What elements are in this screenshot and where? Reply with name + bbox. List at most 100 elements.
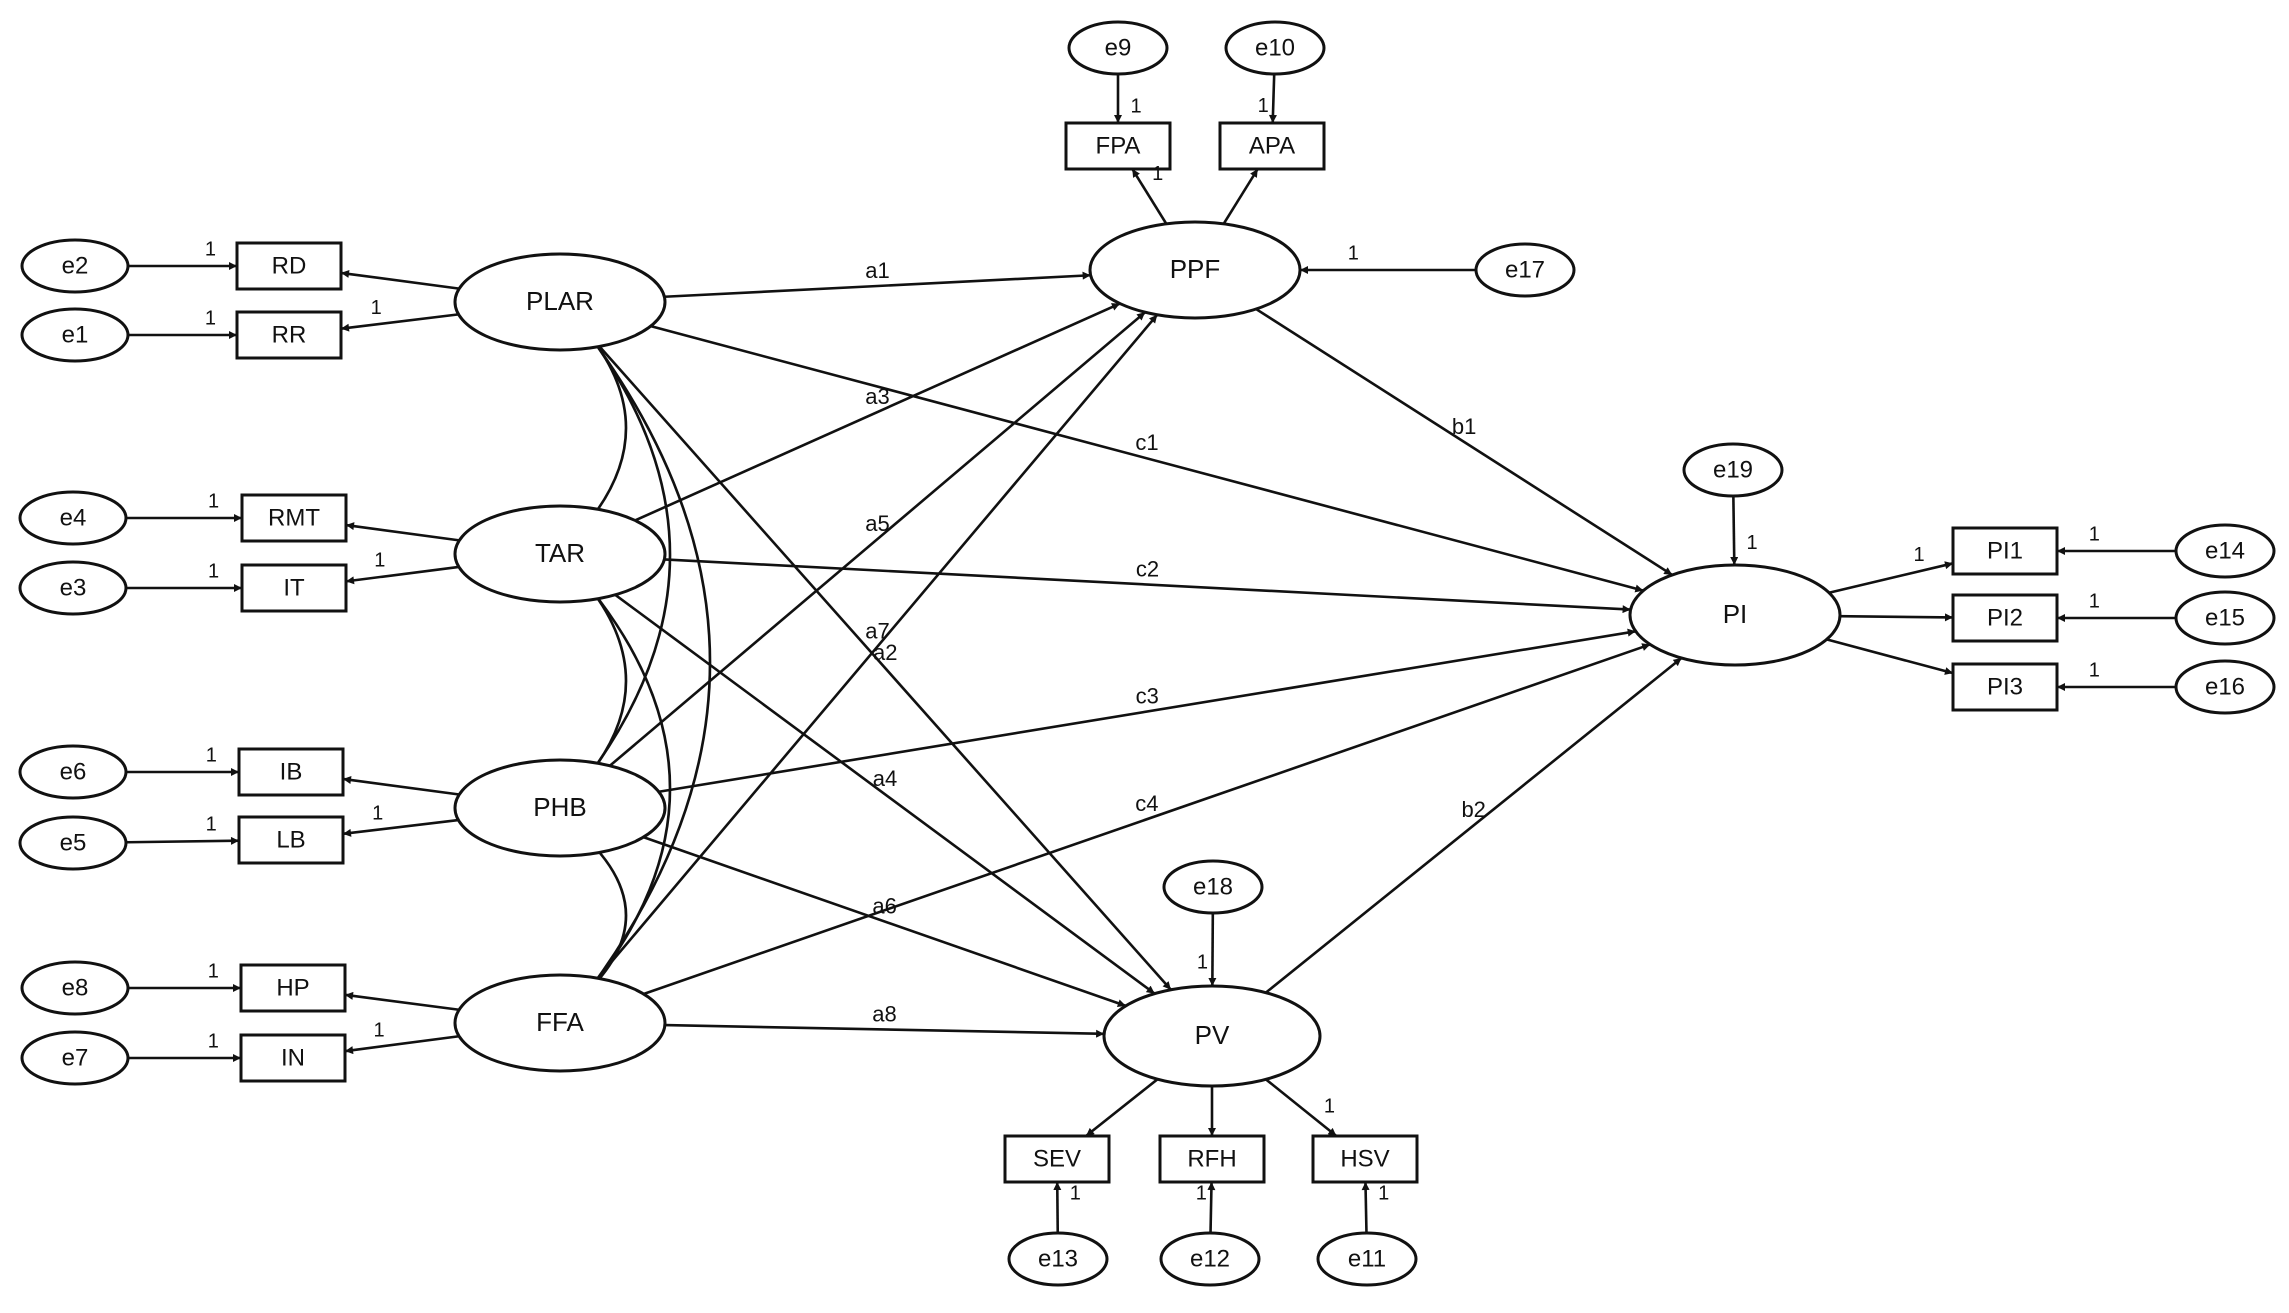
indicator-box <box>1158 1134 1266 1184</box>
latent-variable-pi: PI <box>1628 563 1842 667</box>
latent-ellipse <box>1628 563 1842 667</box>
indicator-box <box>1311 1134 1419 1184</box>
path-label-1: 1 <box>2089 659 2100 681</box>
node-label: IN <box>281 1044 305 1071</box>
indicator-box <box>1951 526 2059 576</box>
path-label-1: 1 <box>1348 242 1359 264</box>
node-label: TAR <box>535 538 585 568</box>
path-label-a6: a6 <box>872 893 896 918</box>
path-label-1: 1 <box>1378 1182 1389 1204</box>
error-term-e13: e13 <box>1007 1231 1109 1287</box>
path-label-a4: a4 <box>873 766 897 791</box>
path-e10-to-apa <box>1268 73 1277 124</box>
error-ellipse <box>18 815 128 871</box>
path-pv-to-hsv <box>1265 1078 1338 1138</box>
path-phb-to-pi <box>658 628 1636 794</box>
indicator-box <box>1951 593 2059 643</box>
node-label: PLAR <box>526 286 594 316</box>
path-phb-to-lb <box>342 818 459 837</box>
path-label-1: 1 <box>371 297 382 319</box>
node-label: e13 <box>1038 1245 1078 1272</box>
indicator-it: IT <box>240 563 348 613</box>
indicator-pi3: PI3 <box>1951 662 2059 712</box>
path-label-a2: a2 <box>873 640 897 665</box>
node-label: SEV <box>1033 1145 1081 1172</box>
path-label-1: 1 <box>206 744 217 766</box>
latent-ellipse <box>1102 984 1322 1088</box>
node-label: PI3 <box>1987 673 2023 700</box>
error-ellipse <box>20 1030 130 1086</box>
node-label: e1 <box>62 321 89 348</box>
node-label: e6 <box>60 758 87 785</box>
error-ellipse <box>2174 523 2276 579</box>
node-label: PV <box>1195 1020 1230 1050</box>
indicator-rfh: RFH <box>1158 1134 1266 1184</box>
path-label-c2: c2 <box>1136 556 1159 581</box>
node-label: RFH <box>1187 1145 1236 1172</box>
indicator-pi2: PI2 <box>1951 593 2059 643</box>
node-label: HP <box>276 974 309 1001</box>
node-label: PI2 <box>1987 604 2023 631</box>
path-label-1: 1 <box>1070 1182 1081 1204</box>
path-tar-to-it <box>345 565 460 585</box>
latent-variable-ppf: PPF <box>1088 220 1302 320</box>
path-label-1: 1 <box>1152 163 1163 185</box>
indicator-fpa: FPA <box>1064 121 1172 171</box>
node-label: FPA <box>1096 132 1141 159</box>
path-label-1: 1 <box>2089 523 2100 545</box>
path-plar-to-rr <box>340 313 459 332</box>
covariances-layer <box>588 335 712 990</box>
path-ppf-to-pi <box>1255 307 1673 577</box>
error-ellipse <box>2174 590 2276 646</box>
indicator-box <box>1951 662 2059 712</box>
covariance-phb-ffa <box>589 841 628 990</box>
path-e13-to-sev <box>1053 1181 1062 1234</box>
error-ellipse <box>20 307 130 363</box>
node-label: e9 <box>1105 34 1132 61</box>
error-ellipse <box>1007 1231 1109 1287</box>
node-label: e15 <box>2205 604 2245 631</box>
path-label-1: 1 <box>208 1030 219 1052</box>
error-ellipse <box>18 490 128 546</box>
path-label-a5: a5 <box>865 511 889 536</box>
latent-ellipse <box>453 504 667 604</box>
error-ellipse <box>18 560 128 616</box>
path-label-1: 1 <box>372 802 383 824</box>
indicator-rd: RD <box>235 241 343 291</box>
path-label-1: 1 <box>206 813 217 835</box>
path-e5-to-lb <box>125 836 240 845</box>
node-label: e19 <box>1713 456 1753 483</box>
path-label-1: 1 <box>208 960 219 982</box>
error-term-e5: e5 <box>18 815 128 871</box>
error-ellipse <box>20 960 130 1016</box>
node-label: RMT <box>268 504 320 531</box>
path-plar-to-pv <box>598 345 1172 991</box>
path-ffa-to-pv <box>664 1023 1105 1038</box>
node-label: e8 <box>62 974 89 1001</box>
error-term-e4: e4 <box>18 490 128 546</box>
node-label: RR <box>272 321 307 348</box>
latent-ellipse <box>453 973 667 1073</box>
error-term-e19: e19 <box>1682 442 1784 498</box>
path-label-c4: c4 <box>1135 791 1158 816</box>
error-term-e9: e9 <box>1067 20 1169 76</box>
indicator-hsv: HSV <box>1311 1134 1419 1184</box>
error-ellipse <box>1224 20 1326 76</box>
node-label: APA <box>1249 132 1295 159</box>
error-ellipse <box>20 238 130 294</box>
node-label: PI <box>1723 599 1748 629</box>
node-label: PI1 <box>1987 537 2023 564</box>
path-label-a8: a8 <box>872 1001 896 1026</box>
node-label: e3 <box>60 574 87 601</box>
path-label-1: 1 <box>374 550 385 572</box>
error-term-e14: e14 <box>2174 523 2276 579</box>
path-label-1: 1 <box>374 1019 385 1041</box>
path-label-1: 1 <box>2089 590 2100 612</box>
error-term-e17: e17 <box>1474 242 1576 298</box>
latent-variable-tar: TAR <box>453 504 667 604</box>
covariance-tar-phb <box>588 587 628 775</box>
path-plar-to-ppf <box>664 271 1091 299</box>
node-label: IT <box>283 574 305 601</box>
